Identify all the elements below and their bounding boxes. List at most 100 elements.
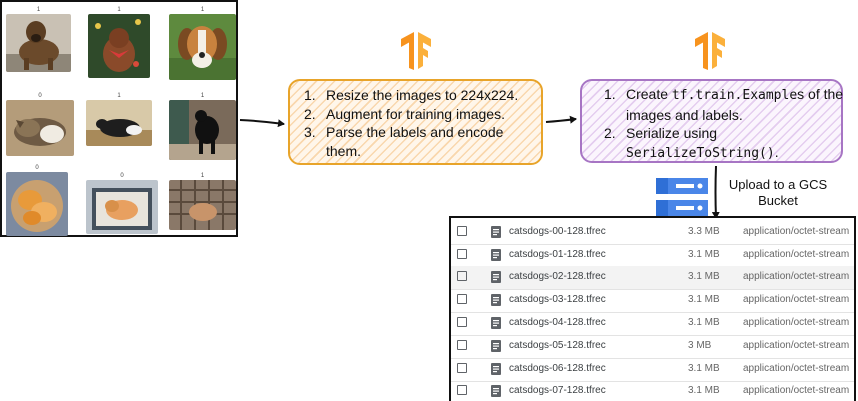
grid-cell-label: 1 [117, 7, 121, 13]
table-row[interactable]: catsdogs-05-128.tfrec 3 MB application/o… [451, 335, 854, 359]
row-checkbox[interactable] [457, 294, 467, 304]
grid-cell-1: 1 [6, 6, 71, 72]
file-name[interactable]: catsdogs-04-128.tfrec [509, 317, 606, 328]
file-size: 3.3 MB [688, 226, 720, 237]
grid-cell-label: 1 [117, 93, 121, 99]
file-icon [491, 385, 501, 397]
row-checkbox[interactable] [457, 249, 467, 259]
table-row[interactable]: catsdogs-01-128.tfrec 3.1 MB application… [451, 244, 854, 268]
arrow-preprocess-to-serialize [545, 115, 577, 124]
dog-photo [169, 180, 236, 230]
step-text: Augment for training images. [326, 105, 505, 122]
grid-cell-label: 1 [200, 7, 205, 13]
serialize-steps-list: 1.Create tf.train.Examples of the images… [604, 85, 844, 163]
grid-cell-label: 0 [120, 173, 124, 179]
row-checkbox[interactable] [457, 385, 467, 395]
preprocess-steps-list: 1. Resize the images to 224x224. 2. Augmen… [304, 86, 540, 160]
file-type: application/octet-stream [743, 294, 850, 305]
grid-cell-label: 1 [36, 7, 41, 13]
grid-cell-3: 1 [169, 6, 236, 80]
table-row[interactable]: catsdogs-02-128.tfrec 3.1 MB application… [451, 266, 854, 290]
grid-cell-6: 1 [169, 92, 236, 160]
preprocess-step: 3. Parse the labels and encode them. [304, 123, 540, 160]
row-checkbox[interactable] [457, 226, 467, 236]
grid-cell-8: 0 [86, 172, 158, 234]
step-text: Resize the images to 224x224. [326, 87, 519, 103]
grid-cell-4: 0 [6, 92, 74, 156]
file-name[interactable]: catsdogs-01-128.tfrec [509, 249, 606, 260]
step-number: 2. [304, 105, 316, 122]
upload-caption: Upload to a GCS Bucket [716, 177, 840, 209]
file-name[interactable]: catsdogs-07-128.tfrec [509, 385, 606, 396]
arrow-grid-to-preprocess [239, 119, 285, 128]
file-size: 3.1 MB [688, 271, 720, 282]
row-checkbox[interactable] [457, 317, 467, 327]
image-grid-panel: 1 1 1 0 1 1 0 [0, 0, 238, 237]
file-size: 3.1 MB [688, 317, 720, 328]
step-number: 2. [604, 125, 616, 141]
file-icon [491, 271, 501, 283]
step-number: 1. [304, 87, 316, 103]
dog-photo [86, 100, 152, 146]
dog-photo [169, 100, 236, 160]
row-checkbox[interactable] [457, 340, 467, 350]
preprocess-steps-box: 1. Resize the images to 224x224. 2. Augmen… [288, 79, 543, 165]
step-number: 3. [304, 124, 316, 140]
file-icon [491, 249, 501, 261]
cat-photo [6, 172, 68, 236]
file-type: application/octet-stream [743, 317, 850, 328]
preprocess-step: 1. Resize the images to 224x224. [304, 86, 540, 105]
table-row[interactable]: catsdogs-00-128.tfrec 3.3 MB application… [451, 221, 854, 245]
bucket-file-list: catsdogs-00-128.tfrec 3.3 MB application… [449, 216, 856, 401]
serialize-steps-box: 1.Create tf.train.Examples of the images… [580, 79, 843, 163]
file-icon [491, 317, 501, 329]
file-type: application/octet-stream [743, 271, 850, 282]
step-number: 1. [604, 86, 616, 102]
preprocess-step: 2. Augment for training images. [304, 105, 540, 124]
tensorflow-logo-icon [695, 32, 725, 70]
row-checkbox[interactable] [457, 271, 467, 281]
step-text: Parse the labels and encode them. [326, 124, 504, 159]
dog-photo [6, 14, 71, 72]
file-size: 3.1 MB [688, 294, 720, 305]
table-row[interactable]: catsdogs-07-128.tfrec 3.1 MB application… [451, 380, 854, 401]
table-row[interactable]: catsdogs-03-128.tfrec 3.1 MB application… [451, 289, 854, 313]
grid-cell-7: 0 [6, 164, 68, 236]
table-row[interactable]: catsdogs-04-128.tfrec 3.1 MB application… [451, 312, 854, 336]
file-size: 3.1 MB [688, 363, 720, 374]
file-name[interactable]: catsdogs-05-128.tfrec [509, 340, 606, 351]
file-type: application/octet-stream [743, 385, 850, 396]
file-icon [491, 340, 501, 352]
step-text-post: s of the images and labels. [626, 86, 844, 123]
row-checkbox[interactable] [457, 363, 467, 373]
cat-photo [6, 100, 74, 156]
grid-cell-2: 1 [88, 6, 150, 78]
upload-caption-line1: Upload to a GCS [728, 177, 828, 192]
code-serialize-to-string: SerializeToString() [626, 145, 775, 161]
grid-cell-label: 0 [38, 93, 42, 99]
upload-caption-line2: Bucket [758, 193, 798, 208]
grid-cell-label: 1 [200, 173, 205, 179]
dog-photo [169, 14, 236, 80]
file-type: application/octet-stream [743, 340, 850, 351]
file-type: application/octet-stream [743, 363, 850, 374]
file-icon [491, 226, 501, 238]
code-tf-train-example: tf.train.Example [671, 88, 798, 103]
file-name[interactable]: catsdogs-00-128.tfrec [509, 226, 606, 237]
file-size: 3.1 MB [688, 385, 720, 396]
file-name[interactable]: catsdogs-02-128.tfrec [509, 271, 606, 282]
file-type: application/octet-stream [743, 249, 850, 260]
grid-cell-label: 0 [35, 165, 39, 171]
file-name[interactable]: catsdogs-03-128.tfrec [509, 294, 606, 305]
dog-photo [88, 14, 150, 78]
serialize-step: 1.Create tf.train.Examples of the images… [604, 85, 844, 124]
table-row[interactable]: catsdogs-06-128.tfrec 3.1 MB application… [451, 358, 854, 382]
file-name[interactable]: catsdogs-06-128.tfrec [509, 363, 606, 374]
step-text-post: . [774, 143, 779, 160]
file-type: application/octet-stream [743, 226, 850, 237]
file-size: 3 MB [688, 340, 712, 351]
gcs-storage-icon [656, 178, 708, 216]
tensorflow-logo-icon [401, 32, 431, 70]
file-size: 3.1 MB [688, 249, 720, 260]
